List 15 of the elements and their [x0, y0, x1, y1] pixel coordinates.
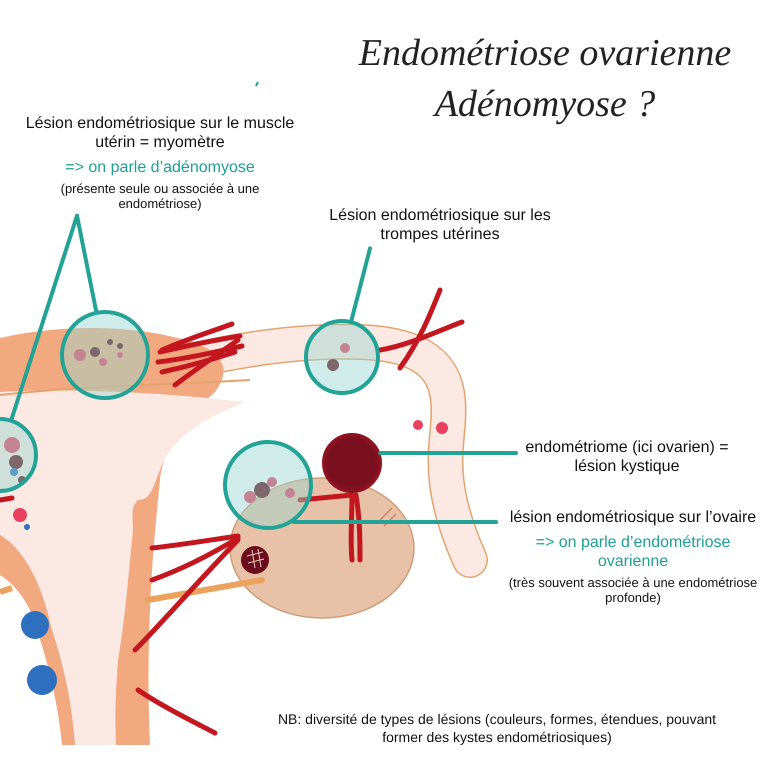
- highlight-text: => on parle d’adénomyose: [64, 158, 256, 178]
- leader-line: [75, 214, 98, 313]
- leader-line: [292, 520, 498, 524]
- leader-line: [10, 214, 79, 421]
- leader-line: [378, 451, 518, 455]
- note-text: NB: diversité de types de lésions (couleurs, formes, étendues, pouvant former des kystes endométriosiques): [276, 710, 718, 746]
- note-text: (présente seule ou associée à une endométriose): [60, 180, 260, 212]
- highlight-text: => on parle d’endométriose ovarienne: [534, 533, 732, 572]
- callout-text: Lésion endométriosique sur les trompes utérines: [328, 206, 552, 244]
- callout-text: Lésion endométriosique sur le muscle utérin = myomètre: [24, 114, 296, 152]
- leader-line: [349, 246, 372, 322]
- title: Endométriose ovarienne Adénomyose ?: [357, 31, 732, 128]
- callout-text: lésion endométriosique sur l’ovaire: [508, 508, 758, 528]
- callout-text: endométriome (ici ovarien) = lésion kystique: [524, 438, 730, 476]
- note-text: (très souvent associée à une endométriose profonde): [508, 574, 758, 606]
